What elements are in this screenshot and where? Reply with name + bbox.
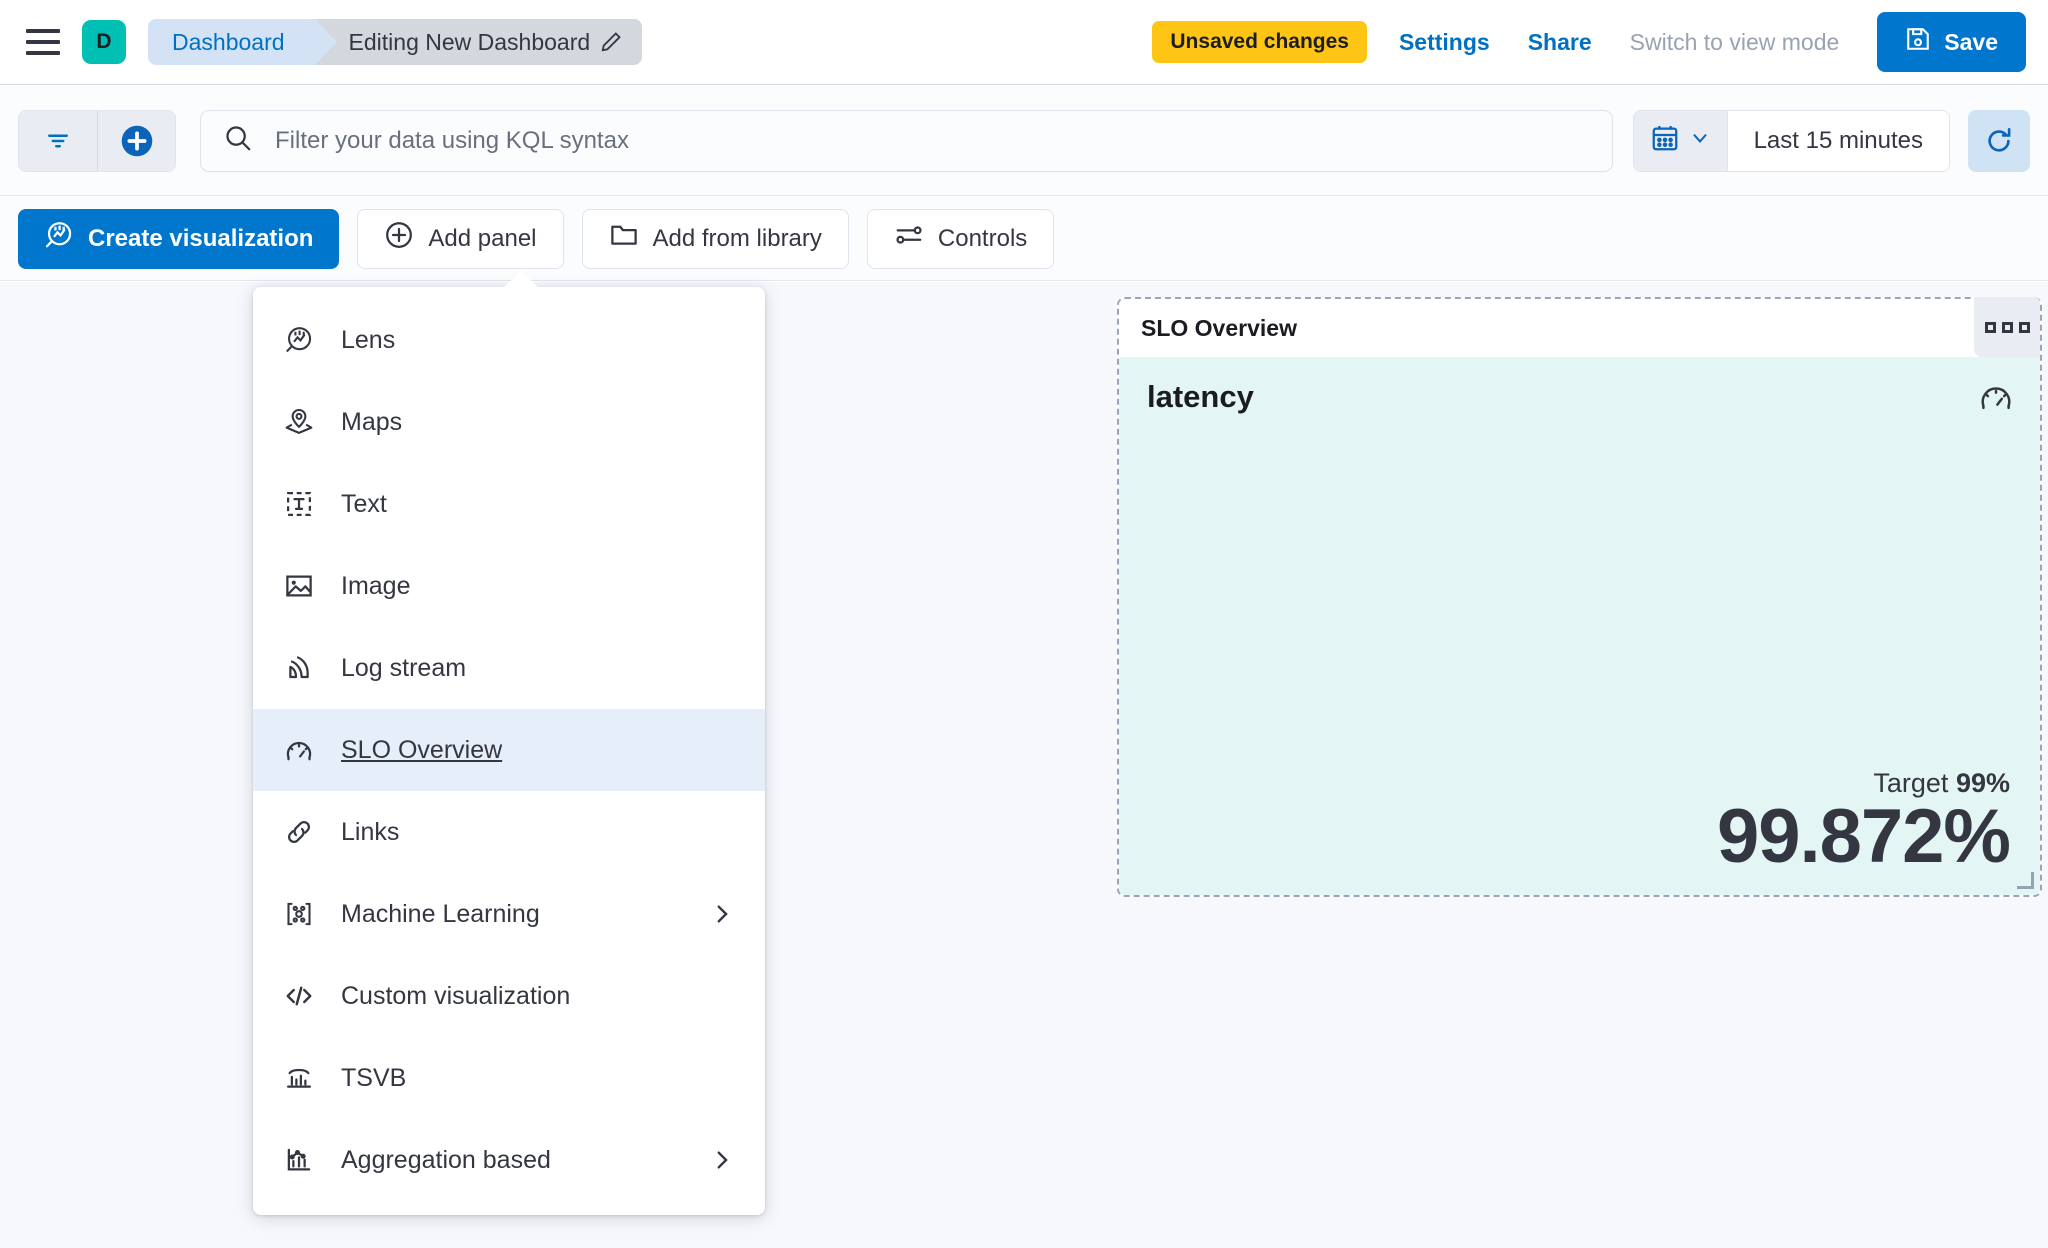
ellipsis-squares-icon xyxy=(2001,321,2013,333)
save-button[interactable]: Save xyxy=(1877,12,2026,72)
tsvb-chart-icon xyxy=(283,1062,315,1094)
save-button-label: Save xyxy=(1944,28,1998,55)
calendar-dropdown-button[interactable] xyxy=(1633,110,1728,171)
save-disk-icon xyxy=(1905,26,1931,58)
search-icon xyxy=(223,123,253,158)
ellipsis-squares-icon xyxy=(1984,321,1996,333)
gauge-icon xyxy=(283,734,315,766)
plus-circle-icon xyxy=(384,220,414,257)
menu-item-label: SLO Overview xyxy=(341,735,503,764)
menu-item-log-stream[interactable]: Log stream xyxy=(253,627,765,709)
query-bar: Last 15 minutes xyxy=(0,86,2048,196)
slo-sli-value: 99.872% xyxy=(1716,793,2011,879)
breadcrumb-dashboard-label: Dashboard xyxy=(172,28,285,55)
search-bar[interactable] xyxy=(200,109,1613,172)
edit-toolbar: Create visualization Add panel Add from … xyxy=(0,197,2048,281)
breadcrumb-editing-label: Editing New Dashboard xyxy=(348,28,591,55)
aggregation-chart-icon xyxy=(283,1144,315,1176)
slo-overview-panel[interactable]: SLO Overview latency Target 99% xyxy=(1117,297,2042,897)
panel-body: latency Target 99% 99.872% xyxy=(1119,357,2040,895)
menu-item-label: Maps xyxy=(341,407,403,436)
popover-arrow xyxy=(503,271,539,288)
filter-lines-icon[interactable] xyxy=(19,110,97,171)
menu-item-label: Links xyxy=(341,817,400,846)
breadcrumb-item-dashboard[interactable]: Dashboard xyxy=(148,19,337,65)
menu-item-label: TSVB xyxy=(341,1063,407,1092)
filter-button-group xyxy=(18,109,176,172)
add-panel-button[interactable]: Add panel xyxy=(357,208,564,269)
add-panel-label: Add panel xyxy=(428,224,537,252)
menu-item-lens[interactable]: Lens xyxy=(253,299,765,381)
lens-icon xyxy=(283,324,315,356)
machine-learning-icon xyxy=(283,898,315,930)
slo-target: Target 99% xyxy=(1717,768,2010,799)
calendar-icon xyxy=(1650,123,1680,158)
slo-name: latency xyxy=(1147,379,1254,414)
menu-item-label: Lens xyxy=(341,325,396,354)
create-visualization-button[interactable]: Create visualization xyxy=(18,208,340,269)
top-header: D Dashboard Editing New Dashboard Unsave… xyxy=(0,0,2048,85)
text-box-icon xyxy=(283,488,315,520)
image-icon xyxy=(283,570,315,602)
chevron-right-icon xyxy=(709,901,735,927)
menu-item-machine-learning[interactable]: Machine Learning xyxy=(253,873,765,955)
space-avatar[interactable]: D xyxy=(82,20,126,64)
menu-item-aggregation-based[interactable]: Aggregation based xyxy=(253,1119,765,1201)
gauge-icon xyxy=(1978,379,2014,420)
time-range-value[interactable]: Last 15 minutes xyxy=(1727,110,1949,171)
folder-icon xyxy=(609,220,639,257)
menu-item-maps[interactable]: Maps xyxy=(253,381,765,463)
pencil-icon[interactable] xyxy=(600,31,622,53)
sliders-icon xyxy=(894,220,924,257)
add-filter-plus-circle-icon[interactable] xyxy=(97,110,175,171)
menu-item-label: Machine Learning xyxy=(341,899,540,928)
menu-item-label: Text xyxy=(341,489,387,518)
code-icon xyxy=(283,980,315,1012)
panel-resize-handle[interactable] xyxy=(2017,872,2034,889)
panel-header: SLO Overview xyxy=(1119,297,2040,357)
breadcrumb-item-editing[interactable]: Editing New Dashboard xyxy=(314,19,643,65)
controls-button[interactable]: Controls xyxy=(866,208,1055,269)
add-panel-menu: Lens Maps Text xyxy=(253,271,765,1215)
date-range-picker: Last 15 minutes xyxy=(1632,109,1950,172)
menu-item-slo-overview[interactable]: SLO Overview xyxy=(253,709,765,791)
menu-item-label: Image xyxy=(341,571,411,600)
controls-label: Controls xyxy=(937,224,1028,252)
header-actions: Unsaved changes Settings Share Switch to… xyxy=(1152,12,2026,72)
slo-target-label: Target xyxy=(1873,767,1949,798)
breadcrumb: Dashboard Editing New Dashboard xyxy=(148,19,643,65)
unsaved-changes-badge[interactable]: Unsaved changes xyxy=(1152,21,1367,63)
slo-target-value: 99% xyxy=(1955,767,2010,798)
slo-metrics: Target 99% 99.872% xyxy=(1716,768,2011,879)
panel-context-menu-button[interactable] xyxy=(1974,297,2040,357)
menu-item-custom-visualization[interactable]: Custom visualization xyxy=(253,955,765,1037)
menu-item-label: Log stream xyxy=(341,653,467,682)
menu-item-label: Aggregation based xyxy=(341,1145,551,1174)
link-icon xyxy=(283,816,315,848)
panel-title: SLO Overview xyxy=(1141,314,1297,341)
ellipsis-squares-icon xyxy=(2018,321,2030,333)
add-from-library-button[interactable]: Add from library xyxy=(581,208,849,269)
menu-item-label: Custom visualization xyxy=(341,981,571,1010)
menu-item-text[interactable]: Text xyxy=(253,463,765,545)
lens-icon xyxy=(44,220,74,257)
log-stream-icon xyxy=(283,652,315,684)
search-input[interactable] xyxy=(275,126,1590,155)
settings-link[interactable]: Settings xyxy=(1398,28,1490,55)
create-visualization-label: Create visualization xyxy=(88,224,314,252)
refresh-icon[interactable] xyxy=(1968,109,2030,172)
chevron-right-icon xyxy=(709,1147,735,1173)
menu-item-links[interactable]: Links xyxy=(253,791,765,873)
share-link[interactable]: Share xyxy=(1527,28,1592,55)
switch-to-view-mode-link[interactable]: Switch to view mode xyxy=(1629,28,1840,55)
menu-item-image[interactable]: Image xyxy=(253,545,765,627)
hamburger-menu-icon[interactable] xyxy=(22,21,64,63)
chevron-down-icon xyxy=(1689,127,1711,154)
map-pin-layers-icon xyxy=(283,406,315,438)
add-from-library-label: Add from library xyxy=(652,224,822,252)
menu-item-tsvb[interactable]: TSVB xyxy=(253,1037,765,1119)
